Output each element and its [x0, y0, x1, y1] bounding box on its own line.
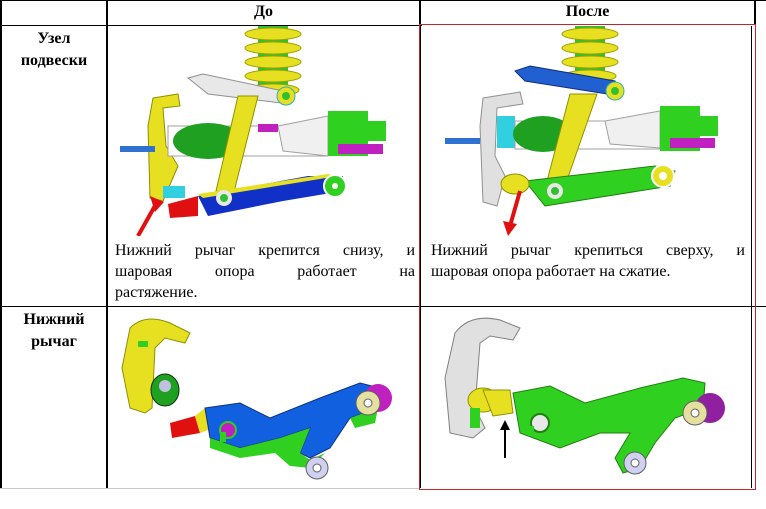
row-label-line: Нижний	[23, 311, 85, 328]
column-divider-1	[106, 0, 108, 488]
table-right-border	[754, 0, 756, 25]
caption-line: шаровая опора работает на сжатие.	[431, 263, 671, 280]
header-before: До	[253, 3, 273, 20]
header-bottom-border	[0, 25, 422, 26]
caption-line: Нижний рычаг крепиться сверху, и	[431, 242, 745, 259]
table-top-border	[0, 0, 766, 1]
caption-before: Нижний рычаг крепится снизу, и шаровая о…	[112, 240, 418, 303]
table-left-border	[0, 0, 2, 488]
table-bottom-border	[0, 488, 420, 489]
row-label-lower-arm: Нижний рычаг	[2, 309, 106, 353]
caption-line: растяжение.	[115, 284, 198, 301]
caption-line: Нижний рычаг крепится снизу, и	[115, 242, 415, 259]
after-column-highlight-frame	[419, 24, 756, 490]
suspension-assembly-before-icon	[120, 26, 386, 236]
row-label-line: подвески	[20, 52, 88, 69]
row-label-line: рычаг	[31, 333, 77, 350]
lower-arm-after-icon	[444, 317, 725, 475]
row-label-suspension-assembly: Узел подвески	[2, 28, 106, 72]
after-inner-right-border	[751, 26, 752, 488]
caption-line: шаровая опора работает на	[115, 263, 415, 280]
after-row1-bottom-border	[421, 306, 754, 307]
lower-arm-before-icon	[121, 318, 392, 480]
suspension-assembly-after-icon	[445, 26, 718, 236]
header-empty-cell	[2, 3, 106, 25]
row1-bottom-border	[0, 306, 766, 307]
header-after: После	[565, 3, 610, 20]
row-label-line: Узел	[37, 30, 71, 47]
caption-after: Нижний рычаг крепиться сверху, и шаровая…	[428, 240, 748, 282]
column-divider-2	[419, 0, 421, 488]
